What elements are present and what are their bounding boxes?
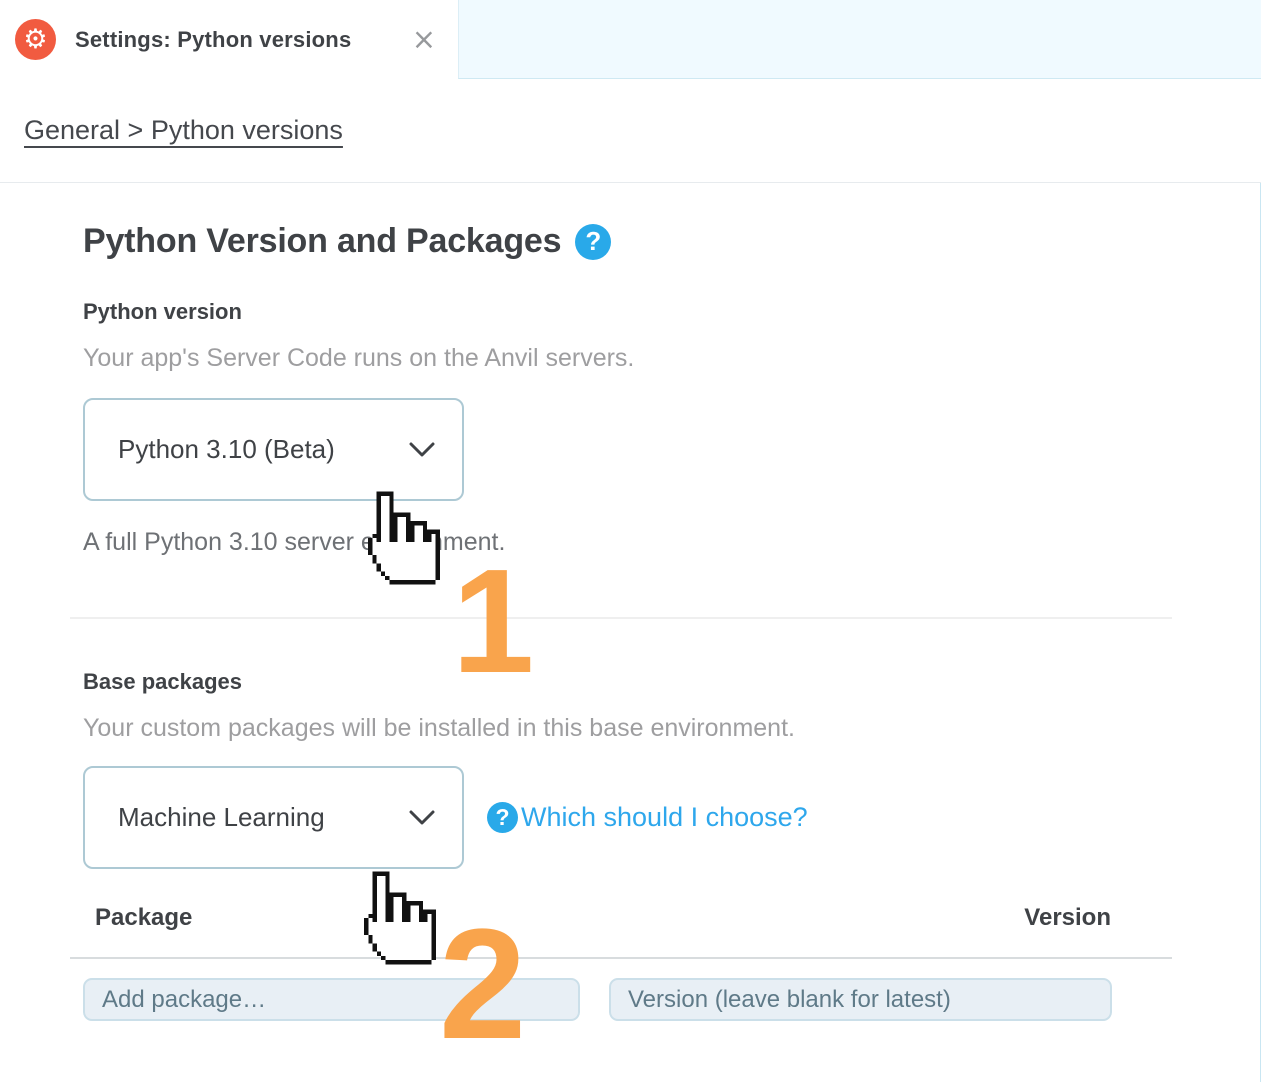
python-version-selected: Python 3.10 (Beta) [118, 434, 335, 464]
package-column-header: Package [95, 904, 193, 931]
hand-cursor-icon [364, 871, 436, 965]
base-packages-label: Base packages [83, 669, 242, 694]
table-header-divider [70, 957, 1172, 959]
chevron-down-icon [409, 810, 435, 825]
python-version-dropdown[interactable]: Python 3.10 (Beta) [83, 398, 464, 501]
base-packages-dropdown[interactable]: Machine Learning [83, 766, 464, 869]
close-icon[interactable]: × [411, 22, 436, 56]
python-version-label: Python version [83, 299, 242, 324]
help-icon: ? [487, 802, 518, 833]
package-version-input[interactable] [609, 978, 1112, 1021]
step-1-annotation: 1 [452, 539, 534, 704]
python-version-description: Your app's Server Code runs on the Anvil… [83, 344, 635, 372]
section-divider [70, 617, 1172, 619]
page-title: Python Version and Packages [83, 222, 562, 260]
breadcrumb-row: General > Python versions [0, 79, 1261, 183]
base-packages-description: Your custom packages will be installed i… [83, 714, 795, 742]
python-version-note: A full Python 3.10 server environment. [83, 528, 506, 556]
breadcrumb[interactable]: General > Python versions [24, 115, 343, 145]
version-column-header: Version [1024, 904, 1111, 931]
settings-gear-badge: ⚙ [15, 19, 56, 60]
which-should-i-choose-link[interactable]: ? Which should I choose? [487, 802, 808, 833]
add-package-input[interactable] [83, 978, 580, 1021]
gear-icon: ⚙ [23, 24, 48, 55]
tabstrip-background [458, 0, 1261, 79]
tab-bar: ⚙ Settings: Python versions × [0, 0, 1261, 79]
page-help-icon[interactable]: ? [575, 223, 612, 260]
base-packages-selected: Machine Learning [118, 802, 325, 832]
hand-cursor-icon [368, 491, 440, 585]
tab-settings-python-versions[interactable]: ⚙ Settings: Python versions × [0, 0, 458, 79]
help-link-text: Which should I choose? [521, 802, 808, 832]
step-2-annotation: 2 [439, 897, 526, 1072]
tab-title: Settings: Python versions [75, 26, 352, 52]
settings-panel: Python Version and Packages ? Python ver… [0, 183, 1261, 1082]
packages-table-header: Package Version [83, 903, 1171, 933]
chevron-down-icon [409, 442, 435, 457]
